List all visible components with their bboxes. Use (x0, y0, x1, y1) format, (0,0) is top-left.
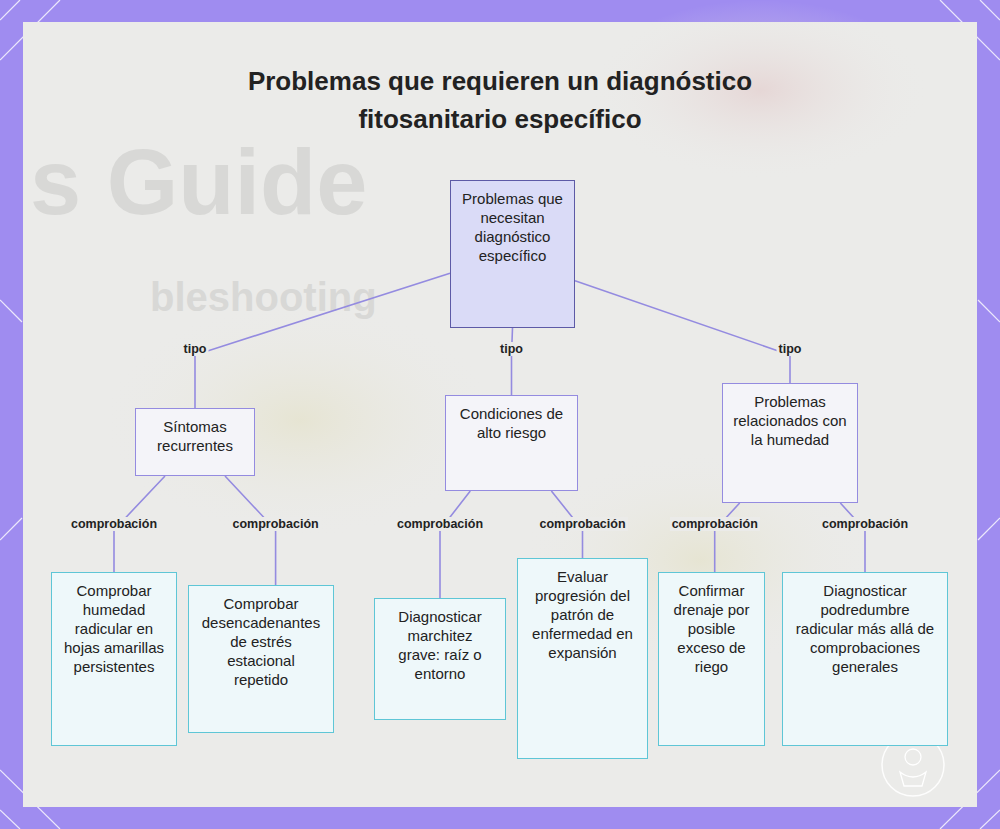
edge-label: comprobación (537, 517, 627, 531)
edge-label: comprobación (231, 517, 321, 531)
category-box: Síntomas recurrentes (135, 408, 255, 476)
category-box: Condiciones de alto riesgo (445, 395, 578, 491)
check-box: Evaluar progresión del patrón de enferme… (517, 558, 648, 759)
check-box: Comprobar desencadenantes de estrés esta… (188, 585, 334, 733)
connector-line (512, 328, 513, 395)
node-text: Comprobar desencadenantes de estrés esta… (199, 594, 323, 689)
watermark-text: s Guide (30, 130, 367, 235)
check-box: Diagnosticar podredumbre radicular más a… (782, 572, 948, 746)
connector-line (195, 273, 450, 408)
check-box: Confirmar drenaje por posible exceso de … (658, 572, 765, 746)
connector-line (715, 503, 740, 572)
node-text: Evaluar progresión del patrón de enferme… (528, 567, 637, 662)
node-text: Comprobar humedad radicular en hojas ama… (62, 581, 166, 676)
node-text: Diagnosticar podredumbre radicular más a… (793, 581, 937, 676)
node-text: Confirmar drenaje por posible exceso de … (669, 581, 754, 676)
edge-label: comprobación (395, 517, 485, 531)
edge-label: tipo (498, 342, 525, 356)
edge-label: comprobación (670, 517, 760, 531)
watermark-text: bleshooting (150, 275, 377, 320)
connector-line (575, 281, 790, 383)
edge-label: comprobación (69, 517, 159, 531)
blurred-photo (100, 300, 500, 540)
diagram-title: Problemas que requieren un diagnóstico f… (200, 62, 800, 138)
node-text: Condiciones de alto riesgo (456, 404, 567, 442)
node-text: Síntomas recurrentes (146, 417, 244, 455)
connector-line (840, 503, 865, 572)
node-text: Problemas relacionados con la humedad (733, 392, 847, 449)
root-box: Problemas que necesitan diagnóstico espe… (450, 180, 575, 328)
node-text: Diagnosticar marchitez grave: raíz o ent… (385, 607, 495, 683)
edge-label: comprobación (820, 517, 910, 531)
category-box: Problemas relacionados con la humedad (722, 383, 858, 503)
check-box: Comprobar humedad radicular en hojas ama… (51, 572, 177, 746)
edge-label: tipo (777, 342, 804, 356)
edge-label: tipo (182, 342, 209, 356)
node-text: Problemas que necesitan diagnóstico espe… (461, 189, 564, 265)
check-box: Diagnosticar marchitez grave: raíz o ent… (374, 598, 506, 720)
connector-line (440, 491, 470, 598)
